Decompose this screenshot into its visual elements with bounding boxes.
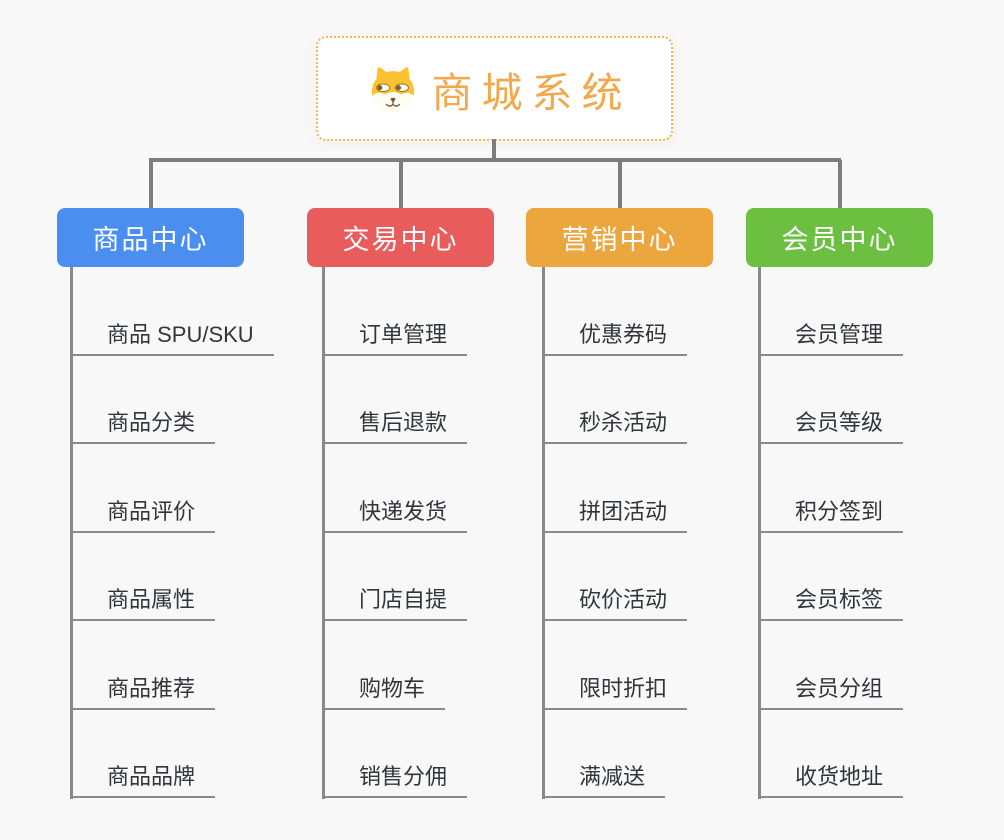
connector-bus xyxy=(149,158,841,162)
branch-trunk-line xyxy=(542,267,545,799)
connector-drop xyxy=(149,160,153,208)
sub-topic[interactable]: 限时折扣 xyxy=(542,678,688,710)
sub-topic[interactable]: 拼团活动 xyxy=(542,501,688,533)
sub-topic[interactable]: 购物车 xyxy=(322,678,446,710)
sub-topic[interactable]: 积分签到 xyxy=(758,501,904,533)
sub-topic[interactable]: 优惠券码 xyxy=(542,324,688,356)
connector-drop xyxy=(618,160,622,208)
shiba-dog-icon xyxy=(371,66,414,112)
branch-trunk-line xyxy=(322,267,325,799)
sub-topic[interactable]: 商品分类 xyxy=(70,412,216,444)
branch-trunk-line xyxy=(758,267,761,799)
sub-topic[interactable]: 会员等级 xyxy=(758,412,904,444)
sub-topic[interactable]: 会员管理 xyxy=(758,324,904,356)
connector-drop xyxy=(399,160,403,208)
sub-topic[interactable]: 会员分组 xyxy=(758,678,904,710)
sub-topic[interactable]: 商品品牌 xyxy=(70,766,216,798)
connector-stem xyxy=(492,139,496,160)
branch-node-marketing-center[interactable]: 营销中心 xyxy=(526,208,713,267)
root-node[interactable]: 商城系统 xyxy=(316,36,673,141)
branch-node-member-center[interactable]: 会员中心 xyxy=(746,208,933,267)
sub-topic[interactable]: 商品 SPU/SKU xyxy=(70,324,274,356)
sub-topic[interactable]: 秒杀活动 xyxy=(542,412,688,444)
sub-topic[interactable]: 砍价活动 xyxy=(542,589,688,621)
sub-topic[interactable]: 收货地址 xyxy=(758,766,904,798)
sub-topic[interactable]: 订单管理 xyxy=(322,324,468,356)
sub-topic[interactable]: 售后退款 xyxy=(322,412,468,444)
sub-topic[interactable]: 商品评价 xyxy=(70,501,216,533)
sub-topic[interactable]: 商品推荐 xyxy=(70,678,216,710)
branch-node-product-center[interactable]: 商品中心 xyxy=(57,208,244,267)
sub-topic[interactable]: 快递发货 xyxy=(322,501,468,533)
sub-topic[interactable]: 门店自提 xyxy=(322,589,468,621)
branch-trunk-line xyxy=(70,267,73,799)
sub-topic[interactable]: 销售分佣 xyxy=(322,766,468,798)
root-title: 商城系统 xyxy=(431,69,632,116)
sub-topic[interactable]: 会员标签 xyxy=(758,589,904,621)
branch-node-trade-center[interactable]: 交易中心 xyxy=(307,208,494,267)
sub-topic[interactable]: 商品属性 xyxy=(70,589,216,621)
sub-topic[interactable]: 满减送 xyxy=(542,766,666,798)
connector-drop xyxy=(838,160,842,208)
